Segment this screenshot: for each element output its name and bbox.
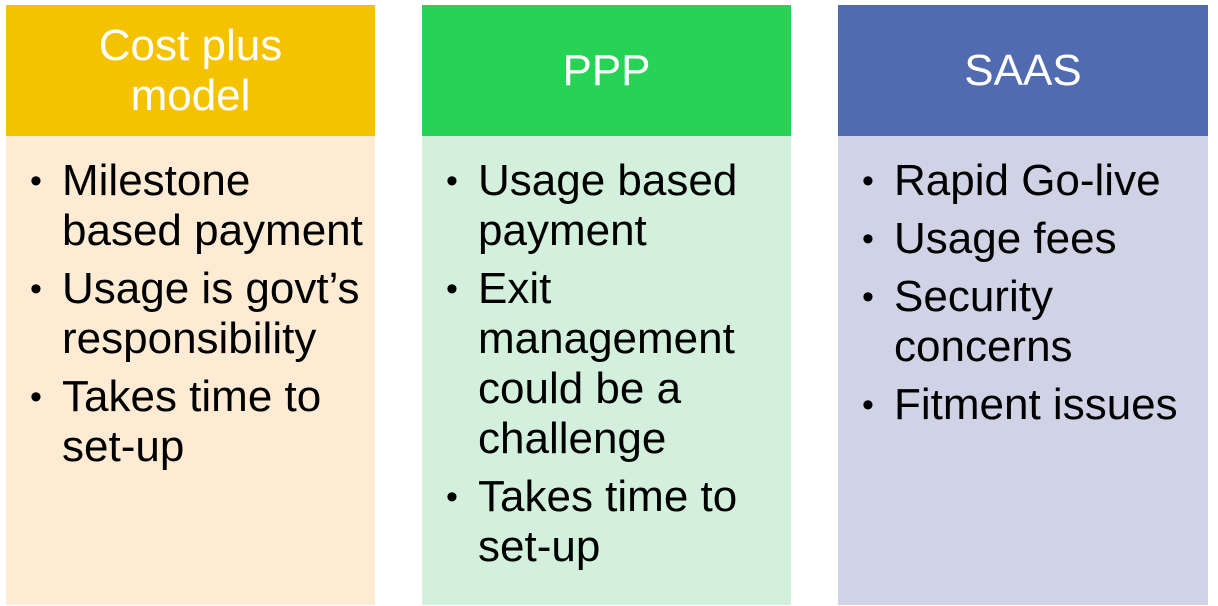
bullet-icon: •: [30, 162, 42, 200]
bullet-icon: •: [862, 220, 874, 258]
column-body: • Usage based payment • Exit management co…: [422, 136, 791, 605]
list-item-text: Takes time to set-up: [62, 372, 322, 471]
list-item: • Usage fees: [856, 214, 1208, 264]
column-cost-plus-model: Cost plus model • Milestone based payment…: [6, 5, 375, 605]
list-item: • Takes time to set-up: [24, 372, 375, 472]
list-item: • Exit management could be a challenge: [440, 264, 791, 464]
column-header: SAAS: [838, 5, 1208, 136]
list-item: • Rapid Go-live: [856, 156, 1208, 206]
list-item: • Usage is govt’s responsibility: [24, 264, 375, 364]
bullet-icon: •: [446, 478, 458, 516]
list-item: • Takes time to set-up: [440, 472, 791, 572]
list-item: • Milestone based payment: [24, 156, 375, 256]
bullet-list: • Usage based payment • Exit management co…: [440, 156, 791, 572]
bullet-icon: •: [862, 386, 874, 424]
column-body: • Milestone based payment • Usage is govt’…: [6, 136, 375, 605]
list-item-text: Usage is govt’s responsibility: [62, 264, 360, 363]
list-item: • Fitment issues: [856, 380, 1208, 430]
bullet-icon: •: [446, 162, 458, 200]
bullet-icon: •: [862, 162, 874, 200]
list-item-text: Fitment issues: [894, 380, 1178, 429]
column-saas: SAAS • Rapid Go-live • Usage fees • Securit…: [838, 5, 1208, 605]
column-title: Cost plus model: [98, 20, 283, 120]
list-item-text: Usage fees: [894, 214, 1117, 263]
column-title: SAAS: [964, 45, 1082, 95]
column-header: Cost plus model: [6, 5, 375, 136]
column-title: PPP: [562, 45, 651, 95]
column-header: PPP: [422, 5, 791, 136]
bullet-icon: •: [30, 270, 42, 308]
list-item: • Security concerns: [856, 272, 1208, 372]
bullet-icon: •: [446, 270, 458, 308]
list-item-text: Exit management could be a challenge: [478, 264, 735, 463]
list-item-text: Security concerns: [894, 272, 1073, 371]
list-item: • Usage based payment: [440, 156, 791, 256]
list-item-text: Usage based payment: [478, 156, 738, 255]
column-ppp: PPP • Usage based payment • Exit managemen…: [422, 5, 791, 605]
list-item-text: Rapid Go-live: [894, 156, 1161, 205]
list-item-text: Milestone based payment: [62, 156, 363, 255]
list-item-text: Takes time to set-up: [478, 472, 738, 571]
column-body: • Rapid Go-live • Usage fees • Security con…: [838, 136, 1208, 605]
bullet-icon: •: [862, 278, 874, 316]
bullet-icon: •: [30, 378, 42, 416]
bullet-list: • Rapid Go-live • Usage fees • Security con…: [856, 156, 1208, 430]
bullet-list: • Milestone based payment • Usage is govt’…: [24, 156, 375, 472]
